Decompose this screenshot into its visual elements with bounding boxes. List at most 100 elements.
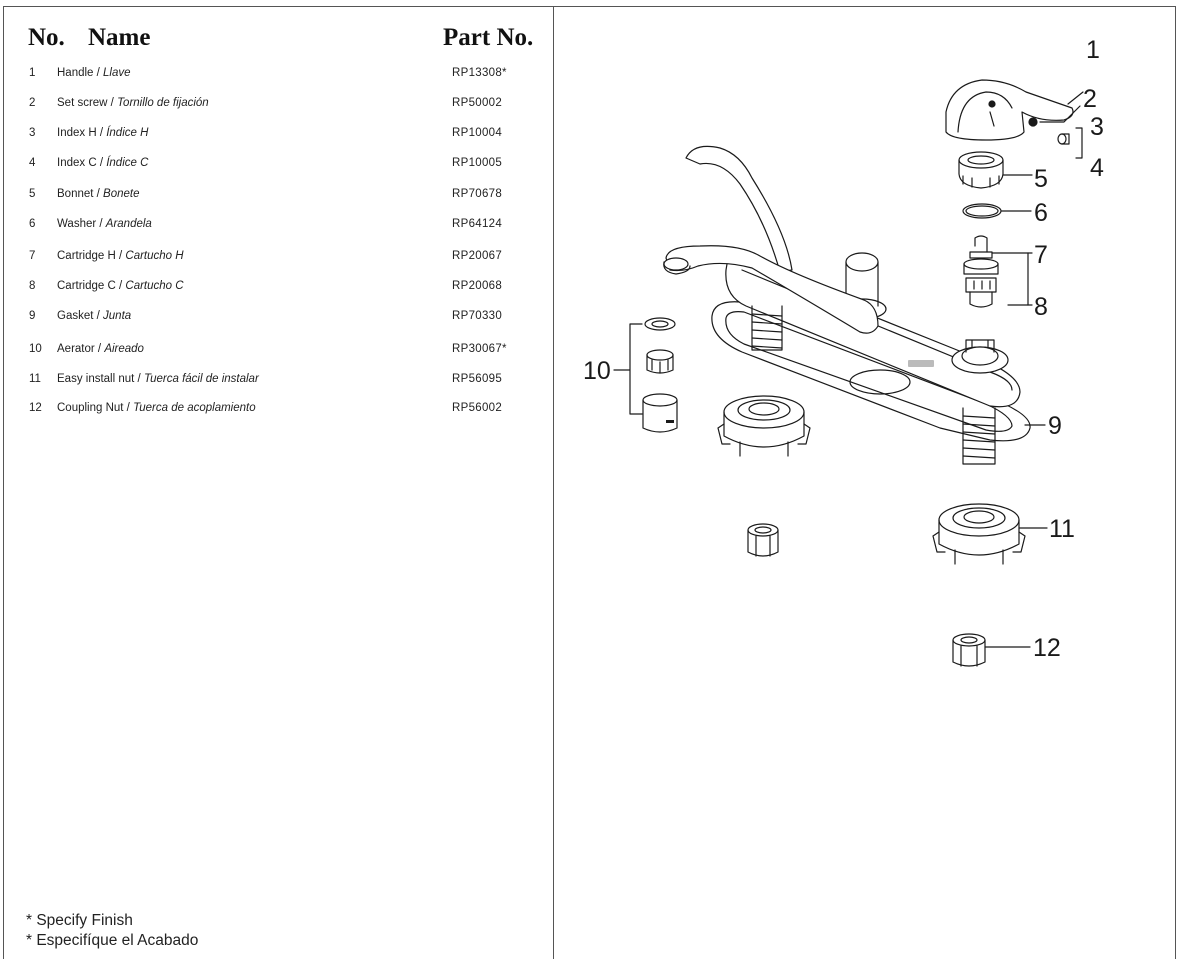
- cartridge-illustration: [963, 235, 999, 308]
- part-name-en: Cartridge C /: [57, 280, 126, 292]
- part-name: Handle / Llave: [57, 67, 131, 79]
- part-name: Gasket / Junta: [57, 310, 131, 322]
- aerator-illustration: [642, 317, 678, 433]
- part-row: 6 Washer / Arandela RP64124: [0, 218, 553, 240]
- callout-11: 11: [1049, 515, 1075, 543]
- part-name: Washer / Arandela: [57, 218, 152, 230]
- part-name-es: Tuerca fácil de instalar: [143, 373, 259, 385]
- part-number: 10: [29, 343, 42, 355]
- part-row: 10 Aerator / Aireado RP30067*: [0, 343, 553, 365]
- spout-lever-illustration: [663, 145, 879, 334]
- part-name: Aerator / Aireado: [57, 343, 144, 355]
- coupling-nut-left-illustration: [747, 523, 779, 557]
- part-name-en: Aerator /: [57, 343, 105, 355]
- part-name-es: Tornillo de fijación: [117, 97, 209, 109]
- callout-labels: 1 2 3 4 5 6 7 8 9 10 11 12: [583, 36, 1104, 662]
- callout-2: 2: [1083, 85, 1097, 113]
- part-row: 2 Set screw / Tornillo de fijación RP500…: [0, 97, 553, 119]
- part-name-es: Tuerca de acoplamiento: [133, 402, 256, 414]
- part-name-en: Gasket /: [57, 310, 104, 322]
- part-row: 4 Index C / Índice C RP10005: [0, 157, 553, 179]
- part-name: Index H / Índice H: [57, 127, 148, 139]
- part-number: 1: [29, 67, 36, 79]
- shank-left-illustration: [751, 305, 783, 351]
- header-name: Name: [88, 24, 151, 51]
- part-name-en: Washer /: [57, 218, 106, 230]
- part-name-en: Index C /: [57, 157, 107, 169]
- part-code: RP70678: [452, 188, 503, 200]
- part-code: RP30067*: [452, 343, 507, 355]
- part-row: 7 Cartridge H / Cartucho H RP20067: [0, 250, 553, 272]
- part-name-es: Llave: [103, 67, 131, 79]
- parts-list-panel: No. Name Part No. 1 Handle / Llave RP133…: [0, 0, 553, 959]
- part-name-es: Bonete: [103, 188, 140, 200]
- callout-3: 3: [1090, 113, 1104, 141]
- part-name-en: Coupling Nut /: [57, 402, 134, 414]
- part-name: Cartridge C / Cartucho C: [57, 280, 184, 292]
- part-name-es: Cartucho C: [125, 280, 184, 292]
- part-number: 11: [29, 373, 41, 385]
- part-number: 7: [29, 250, 36, 262]
- header-part-no: Part No.: [443, 24, 534, 51]
- part-code: RP64124: [452, 218, 503, 230]
- callout-12: 12: [1033, 634, 1061, 662]
- part-row: 9 Gasket / Junta RP70330: [0, 310, 553, 332]
- callout-8: 8: [1034, 293, 1048, 321]
- finish-note-es: * Especifíque el Acabado: [26, 932, 199, 949]
- part-number: 5: [29, 188, 36, 200]
- part-number: 4: [29, 157, 36, 169]
- part-number: 2: [29, 97, 36, 109]
- part-name: Coupling Nut / Tuerca de acoplamiento: [57, 402, 256, 414]
- part-name-es: Junta: [103, 310, 132, 322]
- header-no: No.: [28, 24, 65, 51]
- part-name-es: Índice C: [106, 157, 149, 169]
- handle-illustration: [945, 79, 1074, 141]
- part-name-en: Cartridge H /: [57, 250, 126, 262]
- callout-10: 10: [583, 357, 611, 385]
- part-code: RP70330: [452, 310, 503, 322]
- callout-6: 6: [1034, 199, 1048, 227]
- callout-9: 9: [1048, 412, 1062, 440]
- exploded-diagram: 1 2 3 4 5 6 7 8 9 10 11 12: [583, 36, 1104, 667]
- part-code: RP50002: [452, 97, 503, 109]
- part-number: 3: [29, 127, 36, 139]
- set-screw-illustration: [1028, 117, 1038, 127]
- callout-5: 5: [1034, 165, 1048, 193]
- part-code: RP20068: [452, 280, 503, 292]
- part-code: RP20067: [452, 250, 503, 262]
- part-name-es: Índice H: [106, 127, 149, 139]
- washer-illustration: [962, 203, 1002, 219]
- part-name: Set screw / Tornillo de fijación: [57, 97, 209, 109]
- part-code: RP10005: [452, 157, 503, 169]
- part-row: 12 Coupling Nut / Tuerca de acoplamiento…: [0, 402, 553, 424]
- part-name: Easy install nut / Tuerca fácil de insta…: [57, 373, 259, 385]
- part-number: 9: [29, 310, 36, 322]
- part-name-es: Arandela: [105, 218, 152, 230]
- index-illustration: [1057, 133, 1070, 145]
- part-name-es: Cartucho H: [125, 250, 184, 262]
- part-row: 3 Index H / Índice H RP10004: [0, 127, 553, 149]
- part-row: 1 Handle / Llave RP13308*: [0, 67, 553, 89]
- coupling-nut-illustration: [952, 633, 986, 667]
- bonnet-illustration: [958, 151, 1004, 189]
- easy-install-nut-left-illustration: [717, 395, 811, 457]
- part-row: 5 Bonnet / Bonete RP70678: [0, 188, 553, 210]
- part-code: RP10004: [452, 127, 503, 139]
- part-name-en: Index H /: [57, 127, 107, 139]
- finish-note-en: * Specify Finish: [26, 912, 133, 929]
- callout-1: 1: [1086, 36, 1100, 64]
- easy-install-nut-illustration: [932, 503, 1026, 565]
- leader-lines: [613, 91, 1084, 648]
- part-number: 12: [29, 402, 42, 414]
- gasket-illustration: [711, 301, 1031, 442]
- part-name-en: Easy install nut /: [57, 373, 144, 385]
- part-code: RP56095: [452, 373, 503, 385]
- part-row: 11 Easy install nut / Tuerca fácil de in…: [0, 373, 553, 395]
- page-frame: [3, 6, 1176, 959]
- part-name: Index C / Índice C: [57, 157, 148, 169]
- part-name: Cartridge H / Cartucho H: [57, 250, 184, 262]
- part-name-es: Aireado: [104, 343, 144, 355]
- part-name-en: Bonnet /: [57, 188, 104, 200]
- part-row: 8 Cartridge C / Cartucho C RP20068: [0, 280, 553, 302]
